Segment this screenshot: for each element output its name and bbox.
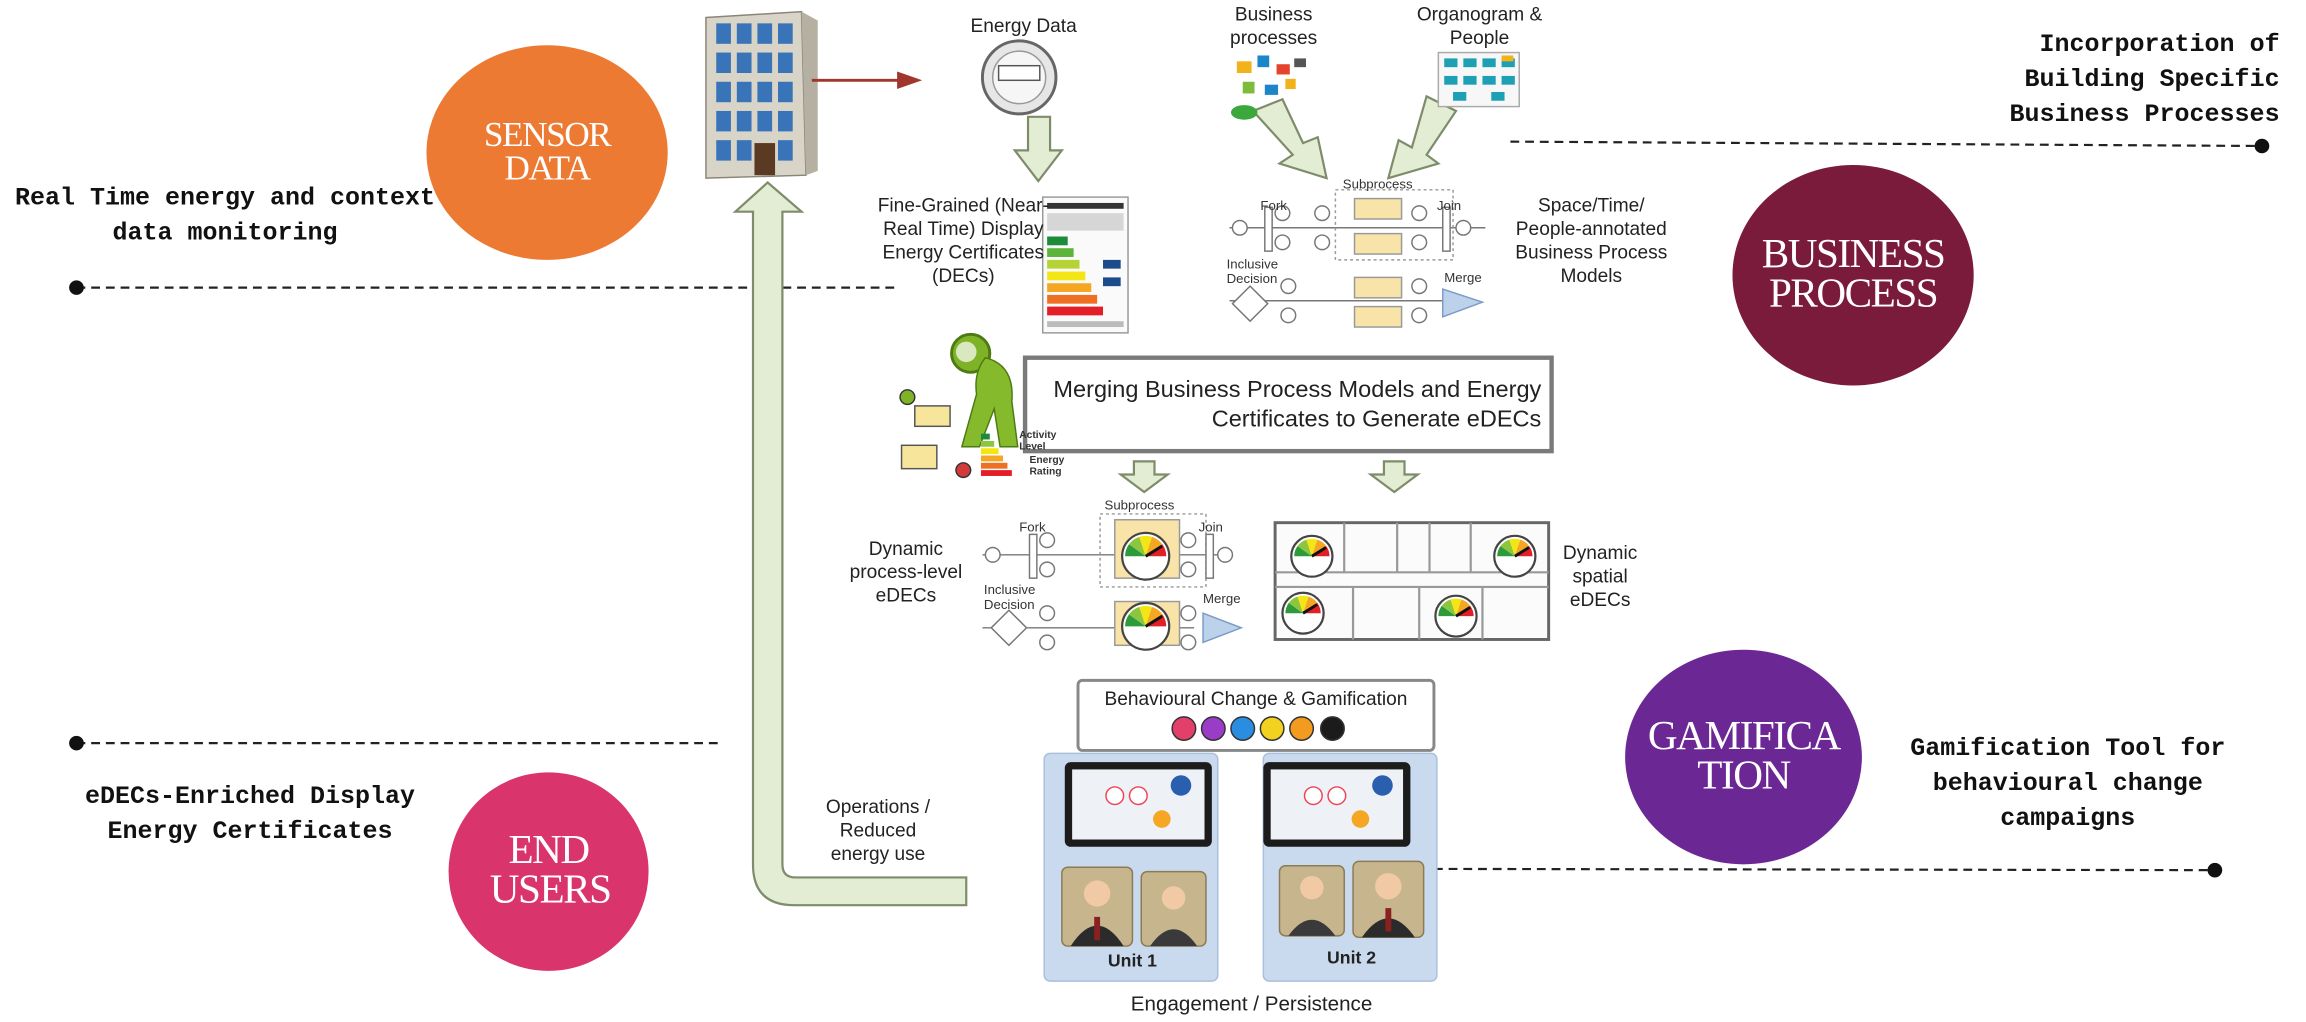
business-processes-label: Business processes <box>1230 2 1318 49</box>
business-process-circle: BUSINESS PROCESS <box>1732 164 1974 386</box>
energy-meter-icon <box>980 39 1058 116</box>
callout-incorporation: Incorporation of Building Specific Busin… <box>2009 32 2280 130</box>
red-arrow <box>811 71 923 90</box>
fine-grained-label: Fine-Grained (Near-Real Time) Display En… <box>877 194 1049 287</box>
merging-text: Merging Business Process Models and Ener… <box>1053 378 1542 433</box>
building-icon <box>705 10 818 179</box>
badge-icons <box>1171 716 1345 741</box>
join-label-bottom: Join <box>1198 519 1223 535</box>
end-users-label: END USERS <box>489 828 612 913</box>
space-time-label: Space/Time/ People-annotated Business Pr… <box>1515 194 1668 287</box>
sensor-data-circle: SENSOR DATA <box>426 45 668 260</box>
connector-gamtool <box>1301 867 2215 872</box>
sensor-data-label: SENSOR DATA <box>483 116 612 188</box>
unit-panels <box>1043 752 1438 982</box>
connector-incorporation <box>1510 140 2262 148</box>
fork-label-top: Fork <box>1260 198 1287 214</box>
gauge-icons <box>1121 531 1537 651</box>
business-process-label: BUSINESS PROCESS <box>1761 232 1946 317</box>
arrow-merge-right <box>1367 460 1422 494</box>
feedback-arrow <box>732 181 968 907</box>
engagement-label: Engagement / Persistence <box>1130 991 1373 1015</box>
subprocess-label-bottom: Subprocess <box>1104 497 1175 513</box>
dynamic-process-label: Dynamic process-level eDECs <box>849 537 963 606</box>
gamification-circle: GAMIFICA TION <box>1625 649 1862 865</box>
behavioural-label: Behavioural Change & Gamification <box>1104 687 1408 710</box>
gamification-label: GAMIFICA TION <box>1647 713 1841 798</box>
bpmn-model-top <box>1229 189 1486 328</box>
merge-label-top: Merge <box>1444 270 1482 285</box>
operations-label: Operations / Reduced energy use <box>825 795 931 865</box>
green-arrows <box>732 94 1458 907</box>
merge-label-bottom: Merge <box>1203 591 1241 606</box>
arrow-organogram-down <box>1386 94 1458 180</box>
end-users-circle: END USERS <box>448 772 649 971</box>
arrow-energy-down <box>1012 115 1065 183</box>
behavioural-box <box>1076 678 1436 752</box>
dec-certificate-icon <box>1041 196 1129 334</box>
merging-box <box>1022 355 1554 454</box>
unit-1-label: Unit 1 <box>1107 950 1157 971</box>
subprocess-label-top: Subprocess <box>1342 176 1413 192</box>
inclusive-label-top: Inclusive Decision <box>1226 256 1279 287</box>
callout-edecs: eDECs-Enriched Display Energy Certificat… <box>84 784 416 847</box>
business-process-icon <box>1230 55 1306 120</box>
energy-data-label: Energy Data <box>970 14 1077 37</box>
fork-label-bottom: Fork <box>1019 519 1046 535</box>
join-label-top: Join <box>1436 198 1462 214</box>
energy-rating-label: Energy Rating <box>1029 455 1065 478</box>
activity-level-label: Activity Level <box>1019 430 1057 453</box>
inclusive-label-bottom: Inclusive Decision <box>983 582 1036 612</box>
arrow-merge-left <box>1117 460 1172 494</box>
callout-gamtool: Gamification Tool for behavioural change… <box>1910 735 2226 834</box>
callout-realtime: Real Time energy and context data monito… <box>14 185 436 249</box>
connector-dots <box>69 138 2270 878</box>
dynamic-spatial-label: Dynamic spatial eDECs <box>1562 541 1638 611</box>
unit-2-label: Unit 2 <box>1327 947 1377 968</box>
analyst-figure-icon <box>899 332 1019 479</box>
arrow-business-down <box>1251 97 1329 180</box>
organogram-label: Organogram & People <box>1416 2 1543 49</box>
organogram-icon <box>1437 51 1520 108</box>
